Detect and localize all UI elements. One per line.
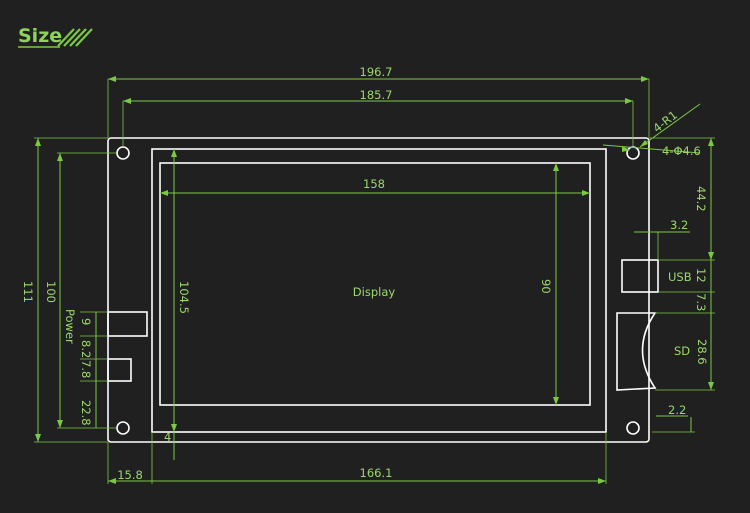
power-connector-1	[107, 311, 148, 337]
usb-port	[621, 259, 659, 293]
dim-sd-height: 28.6	[695, 339, 709, 365]
sd-label: SD	[674, 344, 690, 358]
dim-power-gap: 8.2	[79, 340, 93, 358]
power-label: Power	[63, 309, 77, 344]
dim-usb-sd-gap: 7.3	[694, 293, 708, 311]
dim-power-conn-1: 9	[79, 318, 93, 325]
dim-sd-offset: 2.2	[668, 403, 686, 417]
dim-power-bottom: 22.8	[79, 400, 93, 426]
power-connector-2	[107, 358, 132, 382]
dim-active-height: 90	[539, 279, 553, 294]
dim-usb-top-offset: 44.2	[694, 186, 708, 212]
dim-overall-height: 111	[21, 281, 35, 303]
dimension-lines	[37, 78, 712, 482]
dim-active-width: 158	[363, 177, 385, 191]
title-group: Size	[18, 25, 93, 48]
dim-corner-radius: 4-R1	[650, 108, 680, 136]
dim-hole-diameter: 4-Φ4.6	[662, 144, 701, 158]
mounting-hole-bottom-right	[626, 421, 640, 435]
display-active-area	[159, 162, 591, 406]
dim-hole-spacing-width: 185.7	[360, 88, 393, 102]
mounting-hole-bottom-left	[116, 421, 130, 435]
arrow-heads	[35, 76, 714, 484]
page-title: Size	[18, 25, 62, 47]
mounting-hole-top-right	[626, 146, 640, 160]
display-label: Display	[353, 285, 396, 299]
usb-label: USB	[668, 270, 692, 284]
dim-frame-bottom-margin: 4	[164, 430, 171, 444]
display-frame	[151, 148, 607, 433]
dim-frame-height: 104.5	[177, 281, 191, 314]
dim-power-conn-2: 7.8	[79, 360, 93, 378]
dim-frame-width: 166.1	[360, 466, 393, 480]
title-slash-icon	[57, 28, 93, 47]
sd-card-slot	[616, 312, 657, 391]
dim-usb-depth: 3.2	[670, 218, 688, 232]
labels: Display USB SD Power 196.7 185.7 158 90 …	[21, 65, 709, 482]
dim-hole-spacing-height: 100	[44, 281, 58, 303]
dim-usb-height: 12	[694, 268, 708, 283]
board-outline	[107, 137, 650, 443]
dim-left-margin: 15.8	[117, 468, 143, 482]
extension-lines	[34, 79, 715, 484]
dim-overall-width: 196.7	[360, 65, 393, 79]
mounting-hole-top-left	[116, 146, 130, 160]
